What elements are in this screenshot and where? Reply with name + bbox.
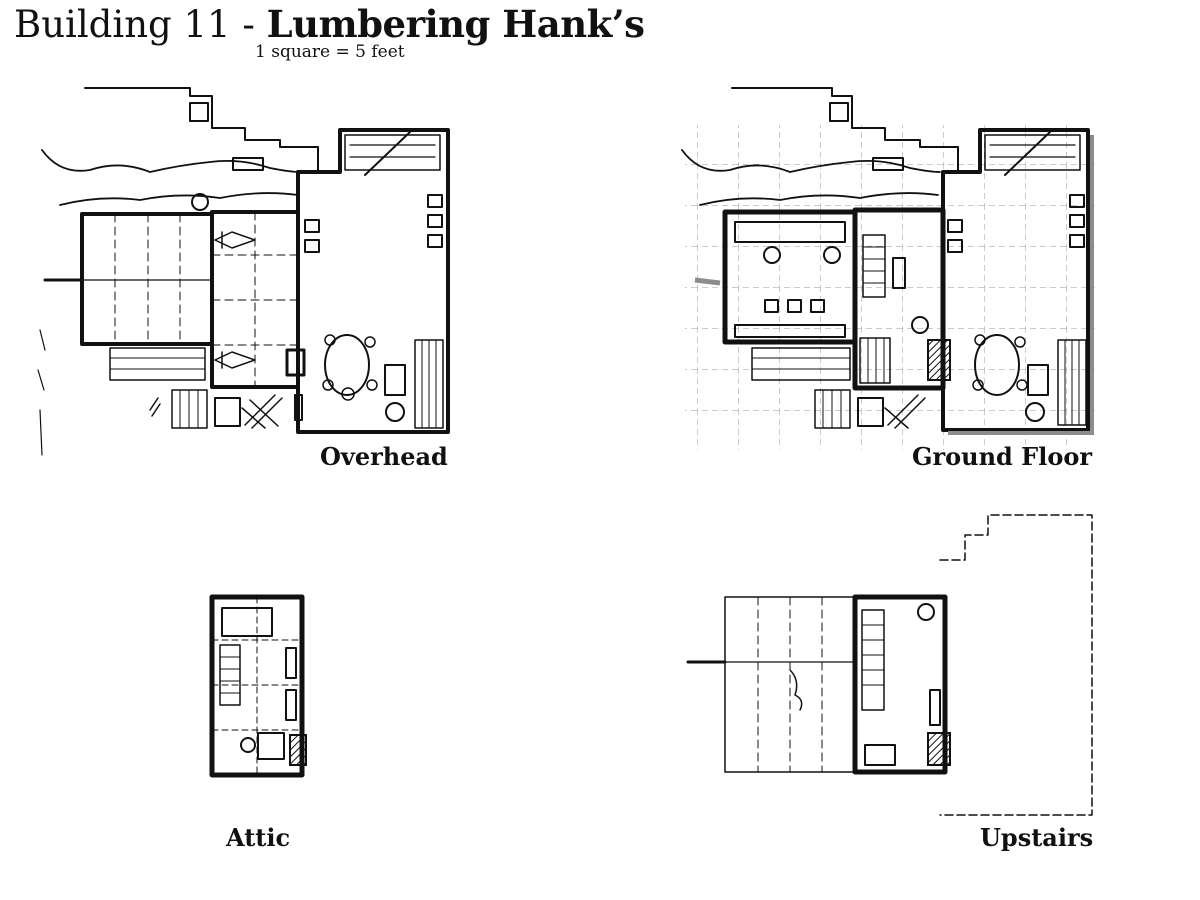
ground-floor-map <box>681 87 1095 450</box>
upstairs-map <box>686 514 1093 816</box>
label-ground-floor: Ground Floor <box>912 442 1092 471</box>
label-overhead: Overhead <box>320 442 448 471</box>
page-title: Building 11 - Lumbering Hank’s <box>14 2 645 46</box>
scale-legend: 1 square = 5 feet <box>255 42 405 62</box>
title-building-name: Lumbering Hank’s <box>266 2 645 46</box>
title-prefix: Building 11 - <box>14 3 267 46</box>
overhead-map <box>37 87 450 456</box>
attic-map <box>209 594 307 778</box>
label-upstairs: Upstairs <box>980 823 1094 852</box>
label-attic: Attic <box>226 823 291 852</box>
